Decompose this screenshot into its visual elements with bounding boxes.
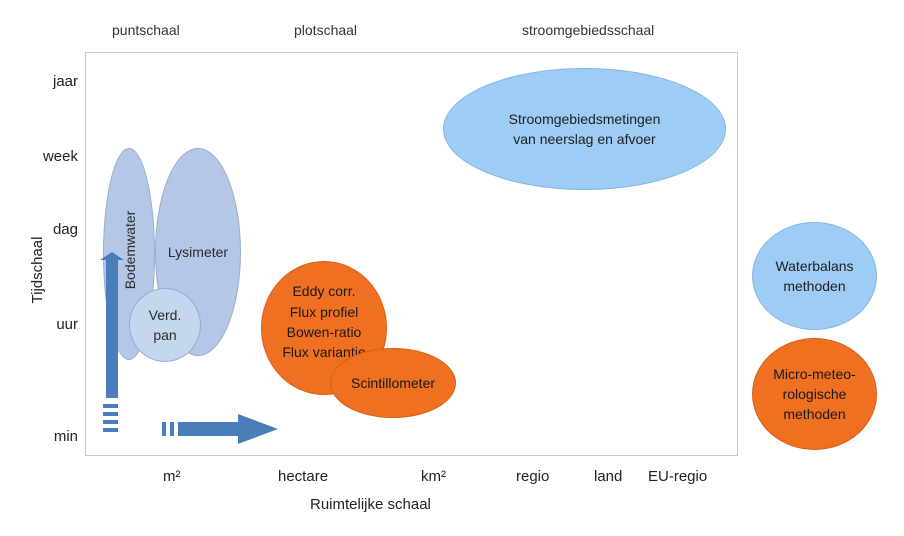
arrow-right-icon	[162, 414, 278, 444]
header-plotschaal: plotschaal	[294, 22, 358, 38]
x-tick-regio: regio	[516, 468, 550, 485]
legend-micro-meteo: Micro-meteo- rologische methoden	[752, 338, 877, 450]
y-tick-jaar: jaar	[52, 73, 78, 90]
ellipse-scintillometer: Scintillometer	[330, 348, 456, 418]
x-tick-land: land	[594, 468, 623, 485]
y-tick-uur: uur	[56, 316, 78, 333]
y-tick-week: week	[42, 148, 78, 165]
x-tick-hectare: hectare	[278, 468, 329, 485]
y-tick-min: min	[53, 428, 78, 445]
label-verd-pan: Verd. pan	[148, 306, 182, 343]
x-tick-eu-regio: EU-regio	[648, 468, 708, 485]
header-stroomgebiedsschaal: stroomgebiedsschaal	[522, 22, 655, 38]
x-tick-km2: km²	[421, 468, 446, 485]
legend-waterbalans-label: Waterbalans methoden	[775, 257, 854, 294]
plot-area	[85, 52, 738, 456]
legend-micro-meteo-label: Micro-meteo- rologische methoden	[773, 365, 856, 423]
legend-waterbalans: Waterbalans methoden	[752, 222, 877, 330]
y-tick-dag: dag	[52, 221, 78, 238]
label-stroomgebied: Stroomgebiedsmetingen van neerslag en af…	[508, 110, 661, 147]
ellipse-stroomgebied: Stroomgebiedsmetingen van neerslag en af…	[443, 68, 726, 190]
header-puntschaal: puntschaal	[112, 22, 180, 38]
label-eddy-flux: Eddy corr. Flux profiel Bowen-ratio Flux…	[282, 283, 366, 361]
arrow-up-icon	[100, 252, 124, 432]
x-axis-label: Ruimtelijke schaal	[310, 496, 431, 513]
x-tick-m2: m²	[163, 468, 181, 485]
label-lysimeter: Lysimeter	[167, 243, 229, 260]
ellipse-verd-pan: Verd. pan	[129, 288, 201, 362]
label-scintillometer: Scintillometer	[350, 374, 436, 391]
